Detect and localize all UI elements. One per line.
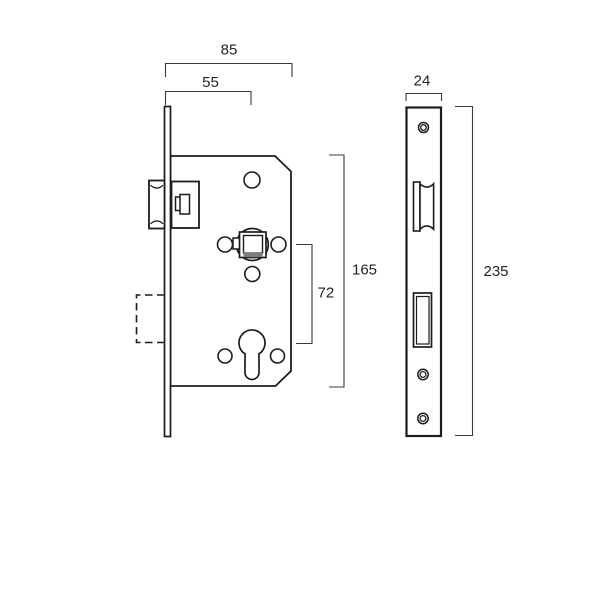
faceplate-screw-top-outer — [417, 121, 430, 134]
latch-front-bevel-strip — [412, 181, 421, 232]
latch-bolt-curves — [150, 184, 164, 225]
dim-line-backset-55 — [164, 90, 252, 105]
faceplate-screw-mid-inner — [419, 370, 427, 379]
deadbolt-cutout-inner — [415, 295, 430, 345]
lock-side-view — [135, 105, 292, 438]
cylinder-hole-right — [269, 348, 286, 364]
dim-label-case-depth: 85 — [221, 42, 238, 59]
faceplate-front-outline — [405, 106, 443, 438]
deadbolt-dashed-outline — [135, 294, 165, 344]
faceplate-front-view — [405, 106, 443, 438]
dim-line-centres-72 — [296, 243, 313, 345]
spindle-square-inner — [242, 234, 264, 254]
dim-label-case-height: 165 — [352, 262, 377, 279]
euro-cylinder-hole — [238, 329, 266, 381]
dim-line-faceplate-width-24 — [405, 92, 443, 101]
case-hole-right — [270, 236, 287, 253]
dim-line-case-depth-85 — [164, 62, 293, 77]
dim-line-faceplate-height-235 — [455, 105, 474, 437]
faceplate-screw-bottom-inner — [419, 414, 427, 423]
faceplate-screw-mid-outer — [417, 368, 429, 381]
dim-label-centre-distance: 72 — [318, 285, 335, 302]
dim-line-case-height-165 — [329, 154, 345, 388]
dimension-lines — [164, 62, 474, 437]
case-hole-top — [243, 171, 261, 189]
cylinder-hole-left — [217, 348, 233, 364]
case-hole-left — [216, 236, 234, 253]
dimension-labels: 85 55 165 72 24 235 — [202, 42, 508, 302]
faceplate-screw-bottom-outer — [417, 412, 429, 425]
faceplate-screw-top-inner — [420, 124, 427, 131]
dim-label-backset: 55 — [202, 74, 219, 91]
latch-front-face — [419, 181, 435, 232]
spindle-square-shading — [243, 252, 263, 258]
latch-bolt-head — [148, 179, 166, 230]
dim-label-faceplate-height: 235 — [484, 263, 509, 280]
case-hole-below-follower — [244, 265, 261, 283]
deadbolt-cutout-outer — [412, 292, 433, 348]
dim-label-faceplate-width: 24 — [414, 73, 431, 90]
faceplate-edge — [163, 105, 172, 438]
latch-holder-stem — [179, 193, 191, 215]
